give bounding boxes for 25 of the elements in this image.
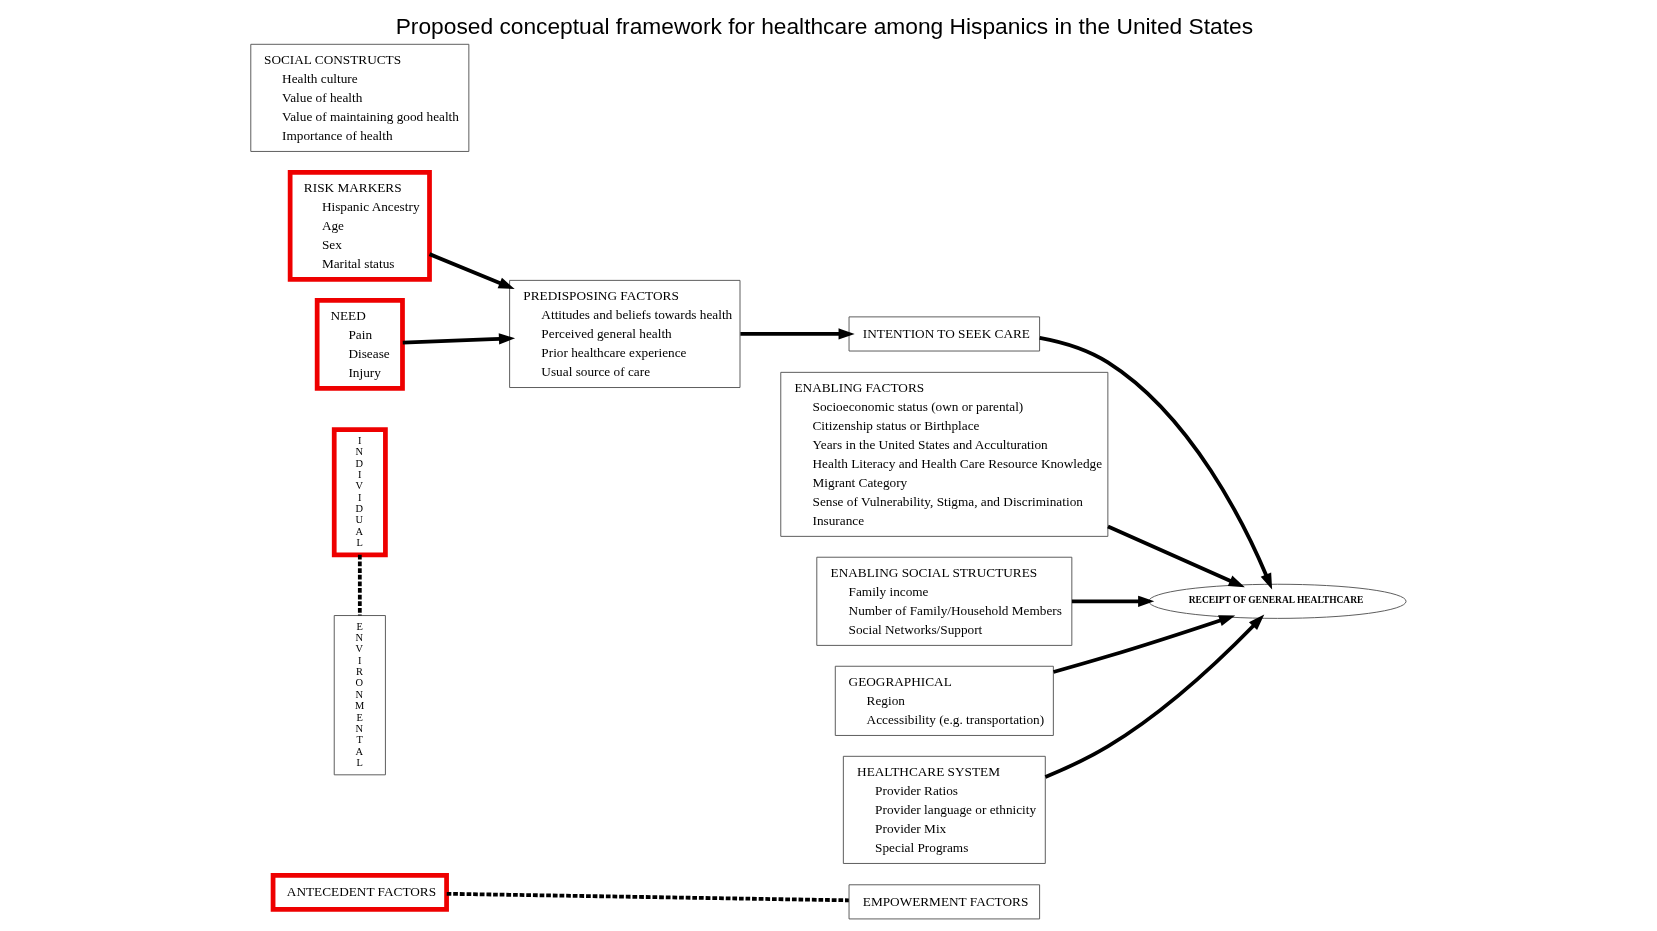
node-box: ENVIRONMENTAL: [333, 615, 386, 776]
arrow: [428, 252, 515, 290]
arrow: [402, 333, 516, 345]
node-box: HEALTHCARE SYSTEM Provider Ratios Provider language or ethnicity Provider Mix Special Programs: [842, 755, 1046, 864]
node-box: GEOGRAPHICAL Region Accessibility (e.g. transportation): [834, 665, 1054, 736]
arrow: [1053, 615, 1236, 674]
node-box: INDIVIDUAL: [331, 427, 388, 558]
node-ellipse: RECEIPT OF GENERAL HEALTHCARE: [1148, 583, 1407, 619]
node-box: EMPOWERMENT FACTORS: [848, 884, 1041, 920]
node-box: ENABLING FACTORS Socioeconomic status (own or parental) Citizenship status or Birthplace Years in the United States and Acculturation Health Literacy and Health Care Resource Knowledge Migrant Category Sense of Vulnerability, Stigma, and Discrimination Insurance: [780, 371, 1109, 537]
connector: [357, 554, 362, 616]
node-box: INTENTION TO SEEK CARE: [848, 316, 1041, 352]
arrow: [1039, 336, 1273, 590]
node-box: RISK MARKERS Hispanic Ancestry Age Sex Marital status: [287, 169, 432, 282]
node-box: ENABLING SOCIAL STRUCTURES Family income Number of Family/Household Members Social Networks/Support: [816, 556, 1073, 646]
connector: [446, 891, 849, 903]
arrow: [1071, 595, 1155, 607]
node-box: NEED Pain Disease Injury: [314, 297, 405, 391]
node-box: ANTECEDENT FACTORS: [270, 872, 449, 912]
diagram-title: Proposed conceptual framework for healthcare among Hispanics in the United States: [395, 13, 1254, 40]
node-box: SOCIAL CONSTRUCTS Health culture Value of health Value of maintaining good health Importance of health: [250, 43, 470, 152]
arrow: [1044, 614, 1265, 779]
node-box: PREDISPOSING FACTORS Attitudes and beliefs towards health Perceived general health Prior healthcare experience Usual source of care: [509, 279, 741, 388]
arrow: [740, 328, 855, 340]
arrow: [1107, 524, 1245, 588]
